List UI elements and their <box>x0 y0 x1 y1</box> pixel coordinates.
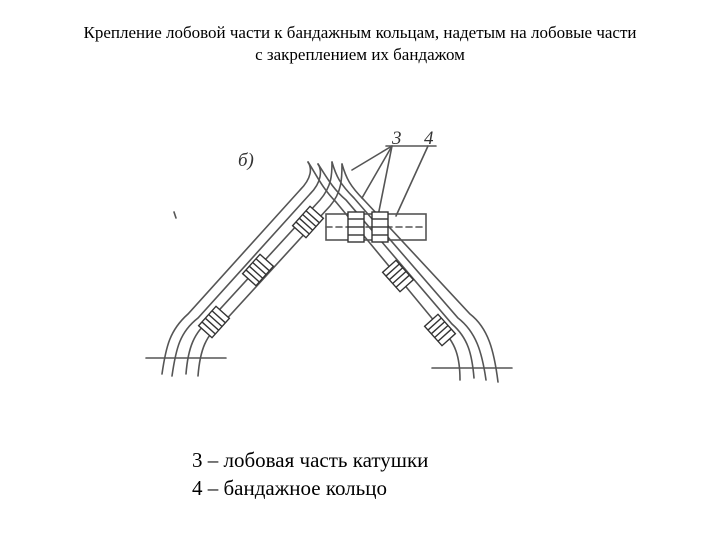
leader-3c <box>377 145 393 217</box>
legend-item-4: 4 – бандажное кольцо <box>192 476 387 500</box>
right-conductor-outer <box>307 161 461 381</box>
legend: 3 – лобовая часть катушки 4 – бандажное … <box>192 446 428 502</box>
ring-bandage-1 <box>347 211 365 243</box>
right-bandage-1 <box>381 259 415 293</box>
leader-3a <box>351 145 393 171</box>
title-line-2: с закреплением их бандажом <box>255 45 465 64</box>
title-line-1: Крепление лобовой части к бандажным коль… <box>83 23 637 42</box>
right-conductor-inner <box>331 161 487 381</box>
legend-item-3: 3 – лобовая часть катушки <box>192 448 429 472</box>
left-bandage-2 <box>241 253 275 287</box>
left-conductor-outer <box>161 161 312 375</box>
figure-variant-label: б) <box>238 150 254 171</box>
coil-end-diagram <box>145 145 513 383</box>
leader-3b <box>361 145 393 199</box>
callout-3: 3 <box>392 128 402 149</box>
left-bandage-3 <box>197 305 231 339</box>
callout-4: 4 <box>424 128 434 149</box>
left-conductor-inner-b <box>197 163 343 377</box>
slide-title: Крепление лобовой части к бандажным коль… <box>0 22 720 66</box>
ring-bandage-2 <box>371 211 389 243</box>
left-conductor-outer-b <box>171 163 322 377</box>
left-bandage-1 <box>291 205 325 239</box>
right-conductor-outer-b <box>317 163 475 379</box>
right-conductor-inner-b <box>341 163 499 383</box>
leader-4 <box>395 145 429 217</box>
right-bandage-2 <box>423 313 457 347</box>
